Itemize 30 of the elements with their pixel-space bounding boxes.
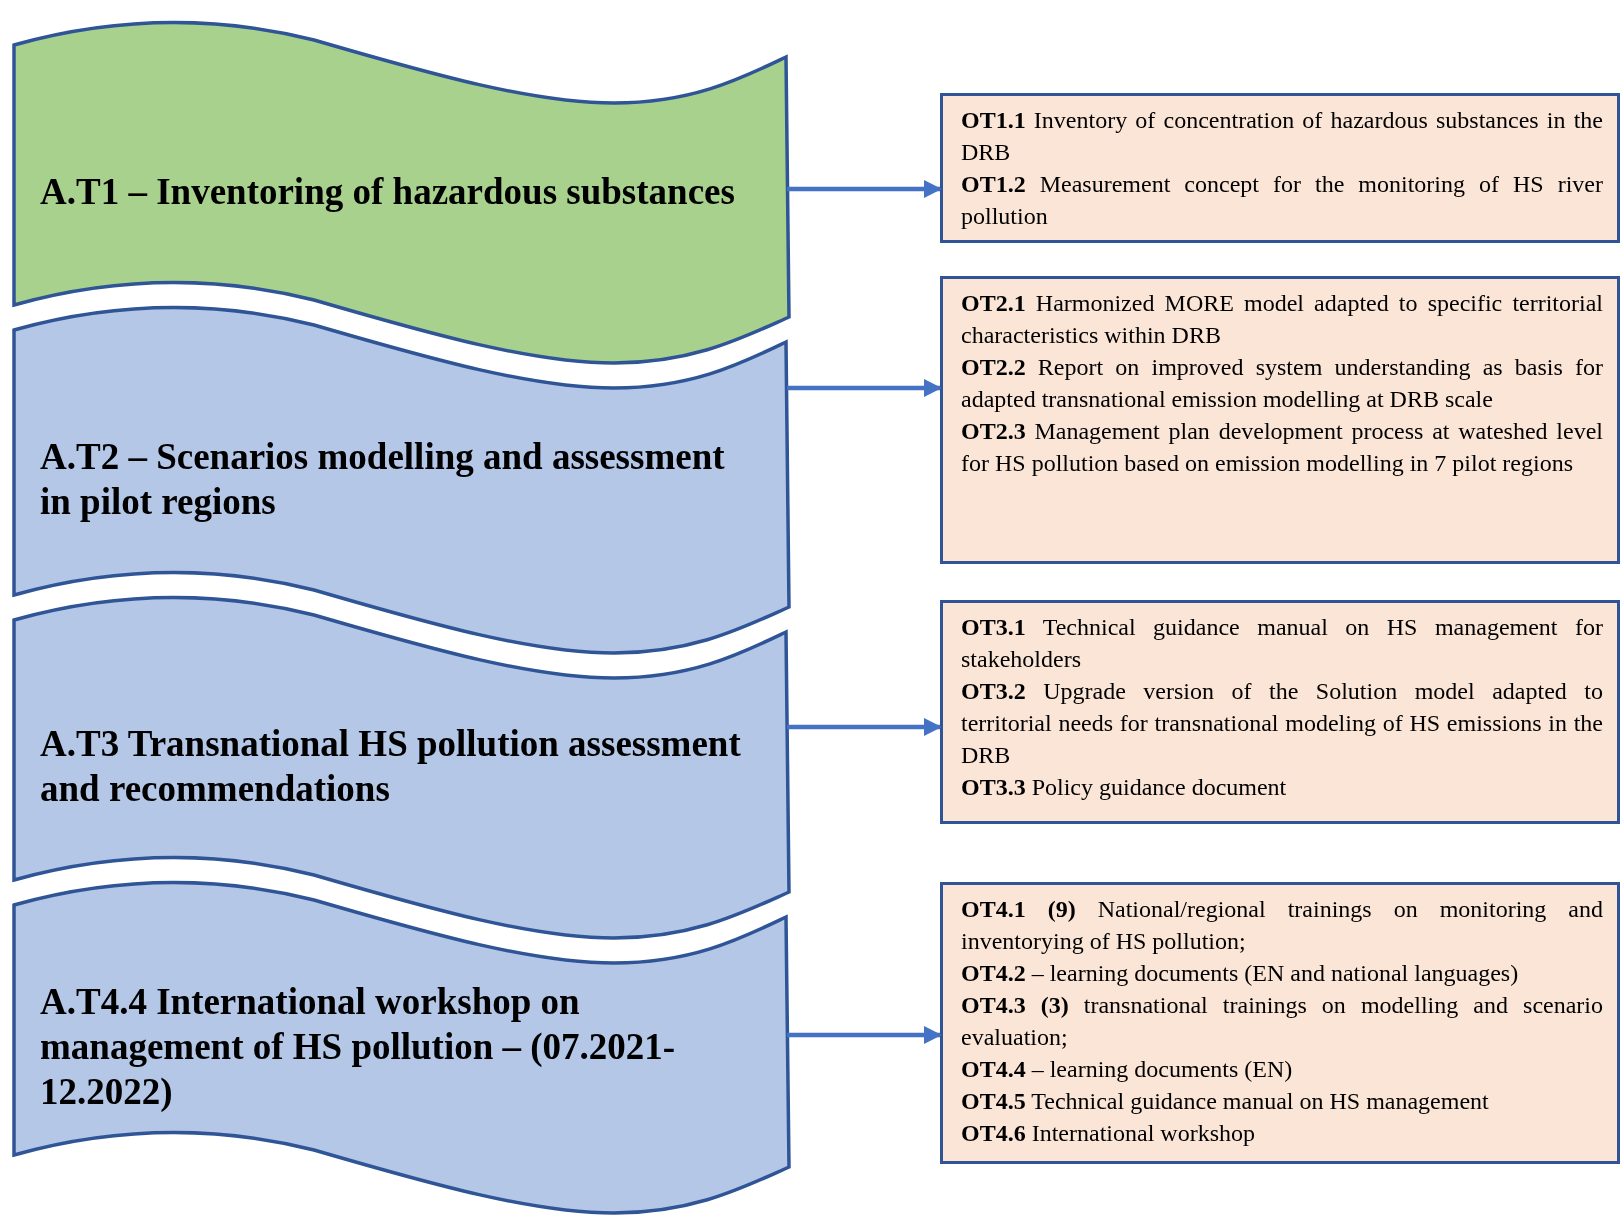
wavy-banner (12, 595, 791, 940)
wavy-banner (12, 20, 791, 365)
output-item: OT4.6 International workshop (961, 1119, 1256, 1148)
output-item: OT4.4 – learning documents (EN) (961, 1055, 1294, 1084)
wavy-banner (12, 305, 791, 655)
arrow (787, 379, 942, 397)
output-box (940, 93, 1620, 243)
output-item: OT4.5 Technical guidance manual on HS management (961, 1087, 1490, 1116)
output-item: OT1.2 Measurement concept for the monitoring of HS river pollution (961, 170, 1603, 231)
output-item: OT4.3 (3) transnational trainings on modelling and scenario evaluation; (961, 991, 1603, 1052)
wavy-banner (12, 880, 791, 1215)
output-item: OT4.1 (9) National/regional trainings on monitoring and inventorying of HS pollution; (961, 895, 1603, 956)
arrow (787, 1026, 942, 1044)
banner-title: A.T4.4 International workshop on management of HS pollution – (07.2021-12.2022) (40, 979, 677, 1114)
arrow (787, 718, 942, 736)
output-box (940, 882, 1620, 1164)
output-box (940, 276, 1620, 564)
output-item: OT3.1 Technical guidance manual on HS management for stakeholders (961, 613, 1603, 674)
output-item: OT4.2 – learning documents (EN and national languages) (961, 959, 1520, 988)
output-item: OT2.3 Management plan development process at wateshed level for HS pollution based on emission modelling in 7 pilot regions (961, 417, 1603, 478)
output-item: OT3.2 Upgrade version of the Solution model adapted to territorial needs for transnational modeling of HS emissions in the DRB (961, 677, 1603, 770)
output-item: OT2.2 Report on improved system understanding as basis for adapted transnational emission modelling at DRB scale (961, 353, 1603, 414)
output-item: OT2.1 Harmonized MORE model adapted to specific territorial characteristics within DRB (961, 289, 1603, 350)
banner-title: A.T2 – Scenarios modelling and assessment in pilot regions (40, 434, 726, 524)
arrow (787, 180, 942, 198)
banner-title: A.T3 Transnational HS pollution assessment and recommendations (40, 722, 742, 811)
banner-title: A.T1 – Inventoring of hazardous substances (40, 169, 735, 214)
output-item: OT3.3 Policy guidance document (961, 773, 1288, 802)
output-box (940, 600, 1620, 824)
output-item: OT1.1 Inventory of concentration of hazardous substances in the DRB (961, 106, 1603, 167)
